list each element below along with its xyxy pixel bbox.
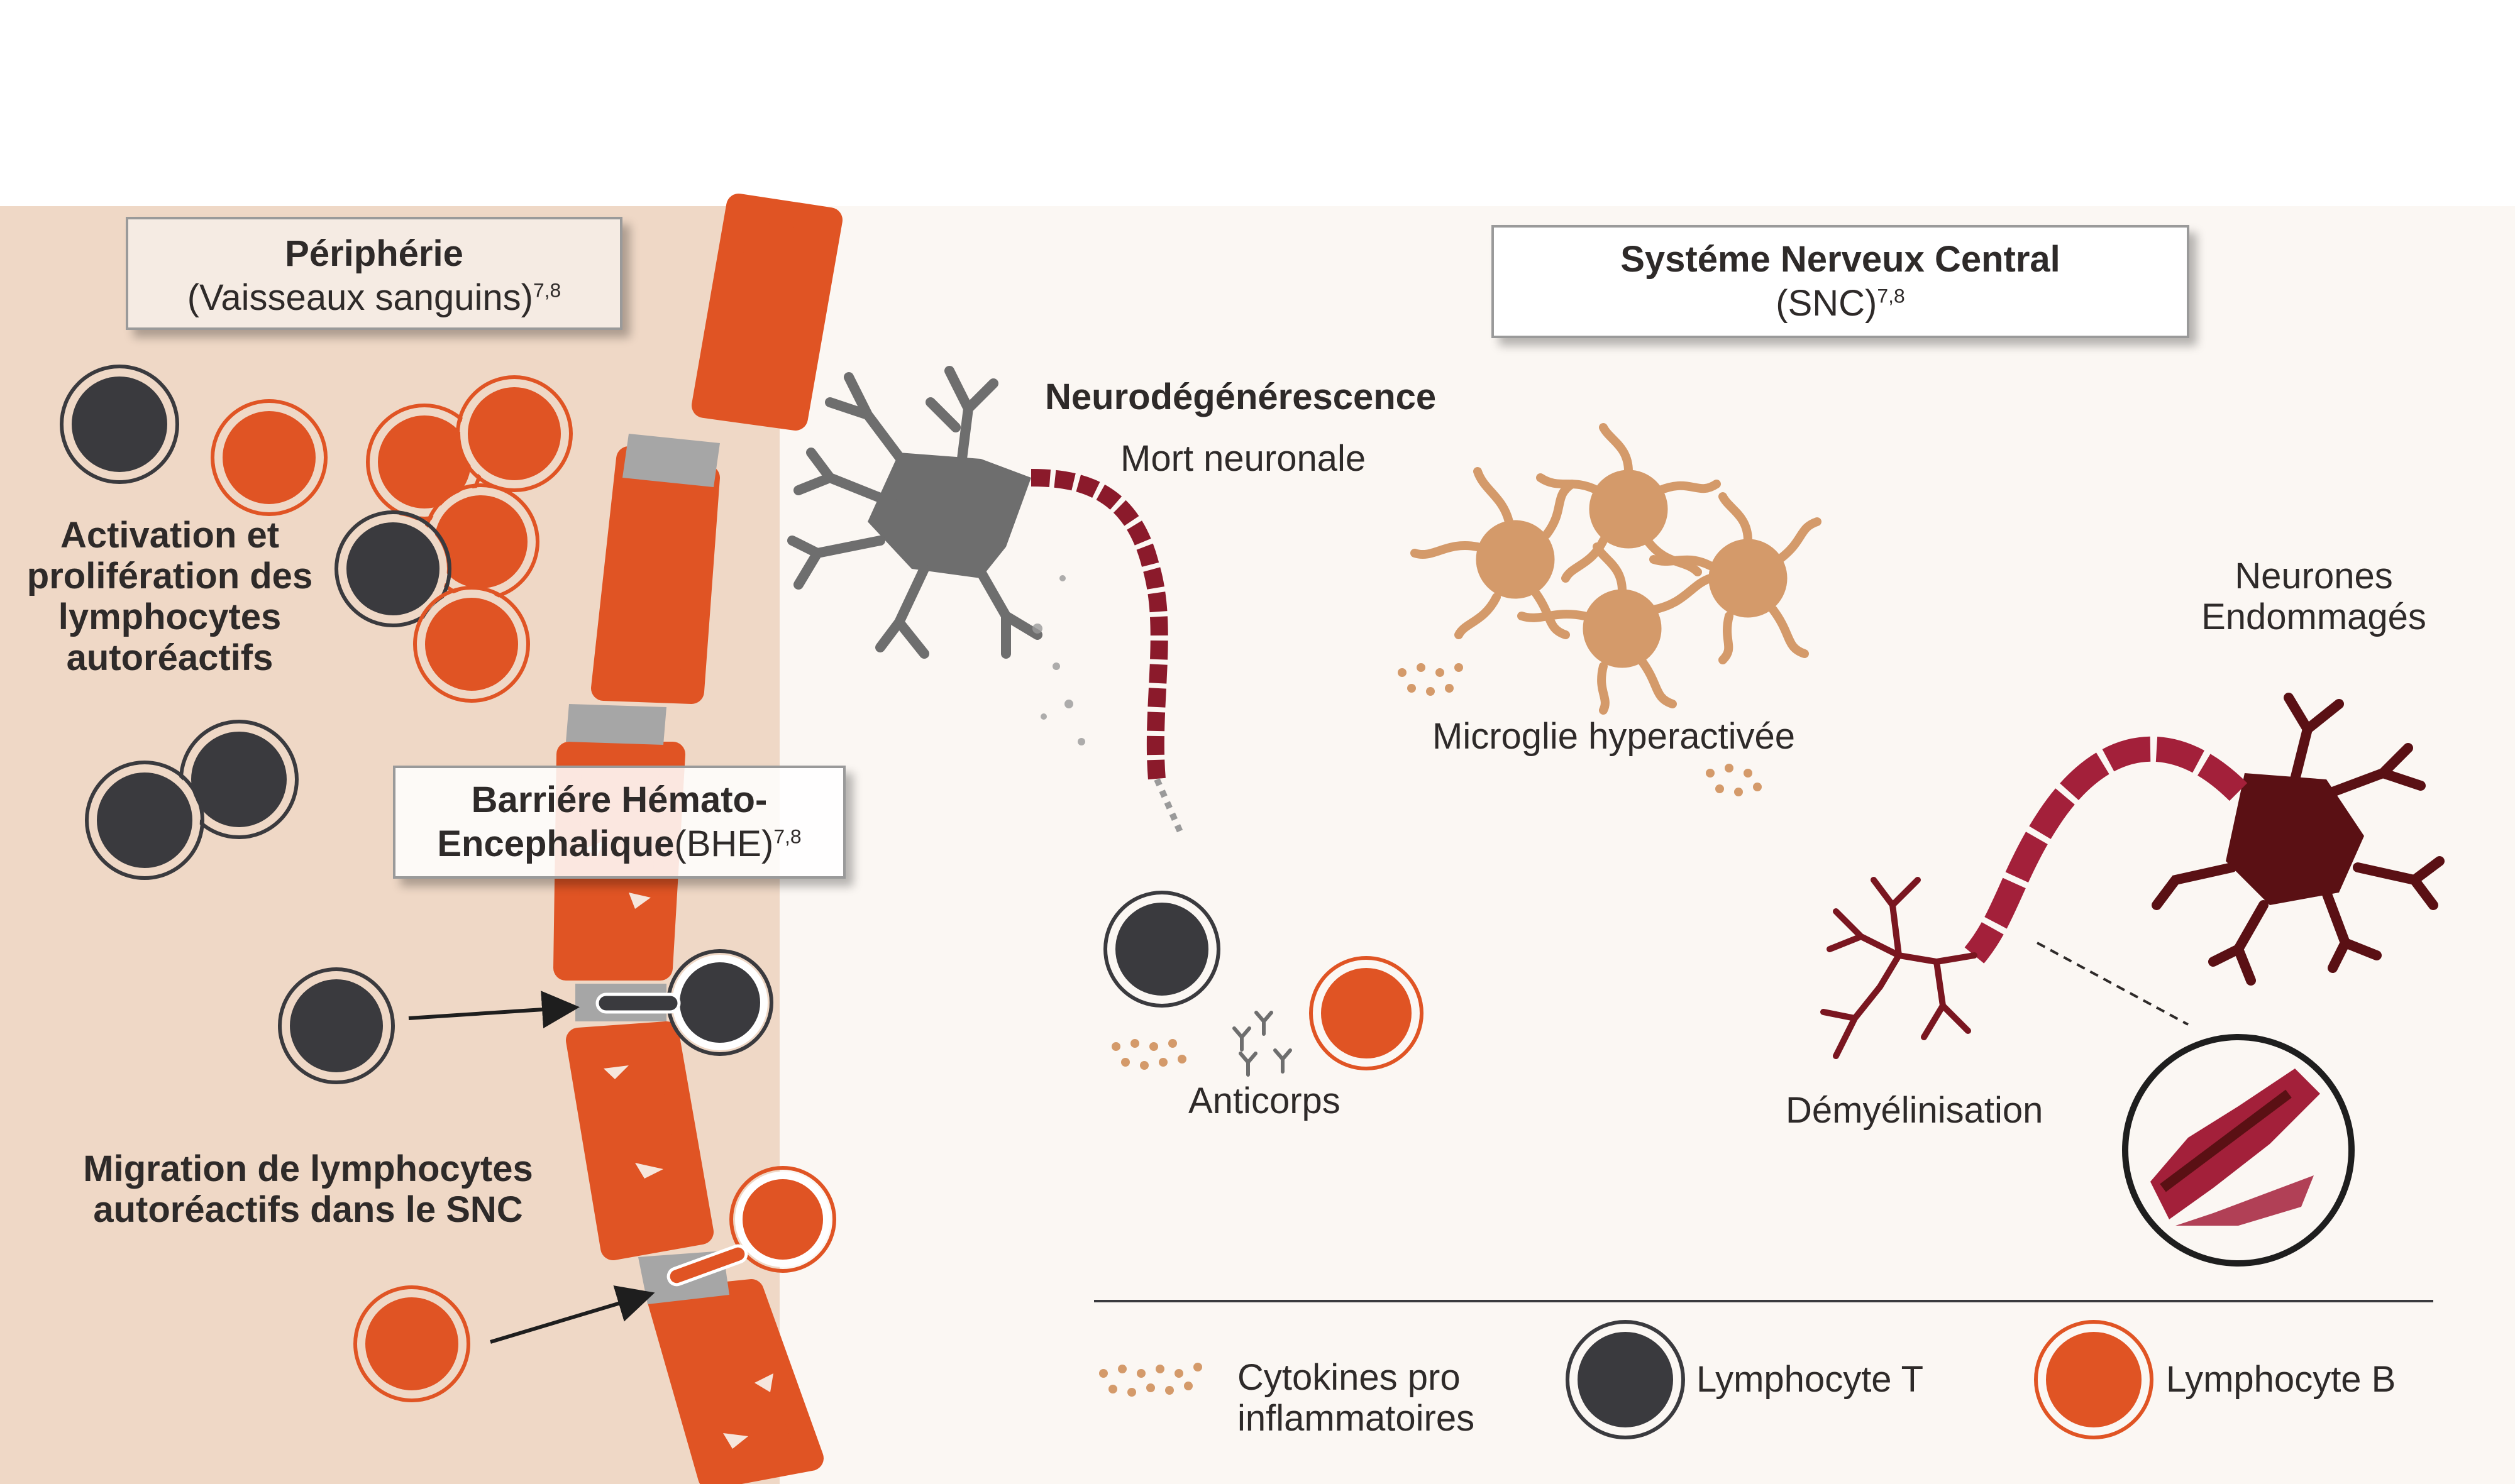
microglia-cell (1410, 467, 1576, 639)
migration-arrow (408, 991, 580, 1029)
microglia-cell (1649, 492, 1821, 664)
b-cell (211, 399, 328, 516)
legend-cytokines-icon (1099, 1363, 1202, 1397)
migration-label: Migration de lymphocytes autoréactifs da… (83, 1148, 533, 1230)
microglia-cell (1536, 423, 1721, 583)
legend-t-cell-label: Lymphocyte T (1696, 1359, 1924, 1400)
migration-arrow (490, 1285, 655, 1344)
dying-neuron (787, 366, 1185, 838)
microglia-cluster (1410, 423, 1821, 715)
cytokines-near-antibodies (1112, 1039, 1186, 1070)
vessel-segment (648, 1279, 824, 1484)
tight-junction (566, 704, 666, 745)
legend-cytokines-label: Cytokines pro inflammatoires (1237, 1357, 1475, 1439)
b-cell (413, 586, 530, 703)
b-cell (456, 375, 573, 492)
bbb-title-line2: Encephalique(BHE)7,8 (437, 823, 802, 864)
activation-label: Activation et prolifération des lymphocy… (26, 515, 313, 678)
vessel-segment (591, 446, 720, 704)
migrating-t-cell (595, 949, 773, 1056)
bbb-title-line1: Barriére Hémato- (471, 779, 768, 820)
neurodegeneration-label: Neurodégénérescence (1045, 376, 1437, 417)
bbb-title-box: Barriére Hémato- Encephalique(BHE)7,8 (393, 766, 846, 879)
vessel-segment (692, 194, 843, 431)
cns-background (780, 206, 2515, 1484)
b-cell (1309, 956, 1423, 1070)
periphery-title-box: Périphérie (Vaisseaux sanguins)7,8 (126, 217, 622, 330)
t-cell (85, 761, 204, 880)
demyelination-label: Démyélinisation (1786, 1090, 2043, 1131)
periphery-subtitle: (Vaisseaux sanguins)7,8 (187, 277, 561, 318)
migrating-b-cell (666, 1166, 836, 1287)
microglia-cell (1517, 542, 1715, 715)
b-cell (353, 1285, 470, 1402)
cytokines-near-microglia (1398, 663, 1762, 796)
microglia-label: Microglie hyperactivée (1432, 716, 1796, 757)
blood-vessel-wall (553, 194, 843, 1484)
t-cell (278, 967, 395, 1084)
t-cell (60, 365, 179, 484)
legend-t-cell-icon (1566, 1320, 1685, 1439)
damaged-neurons-label: Neurones Endommagés (2201, 556, 2426, 637)
antibodies-label: Anticorps (1188, 1080, 1340, 1121)
legend-b-cell-label: Lymphocyte B (2166, 1359, 2396, 1400)
t-cell (334, 510, 451, 627)
damaged-neuron (1820, 693, 2445, 1267)
t-cell (1103, 891, 1220, 1008)
periphery-title: Périphérie (285, 233, 463, 274)
cns-title-box: Systéme Nerveux Central (SNC)7,8 (1491, 225, 2189, 338)
vessel-segment (566, 1021, 714, 1260)
antibody-icons (1232, 1011, 1292, 1077)
legend-b-cell-icon (2034, 1320, 2153, 1439)
cns-subtitle: (SNC)7,8 (1776, 282, 1905, 324)
neuronal-death-label: Mort neuronale (1120, 438, 1366, 479)
tight-junction (622, 434, 720, 487)
cns-title: Systéme Nerveux Central (1620, 239, 2060, 280)
